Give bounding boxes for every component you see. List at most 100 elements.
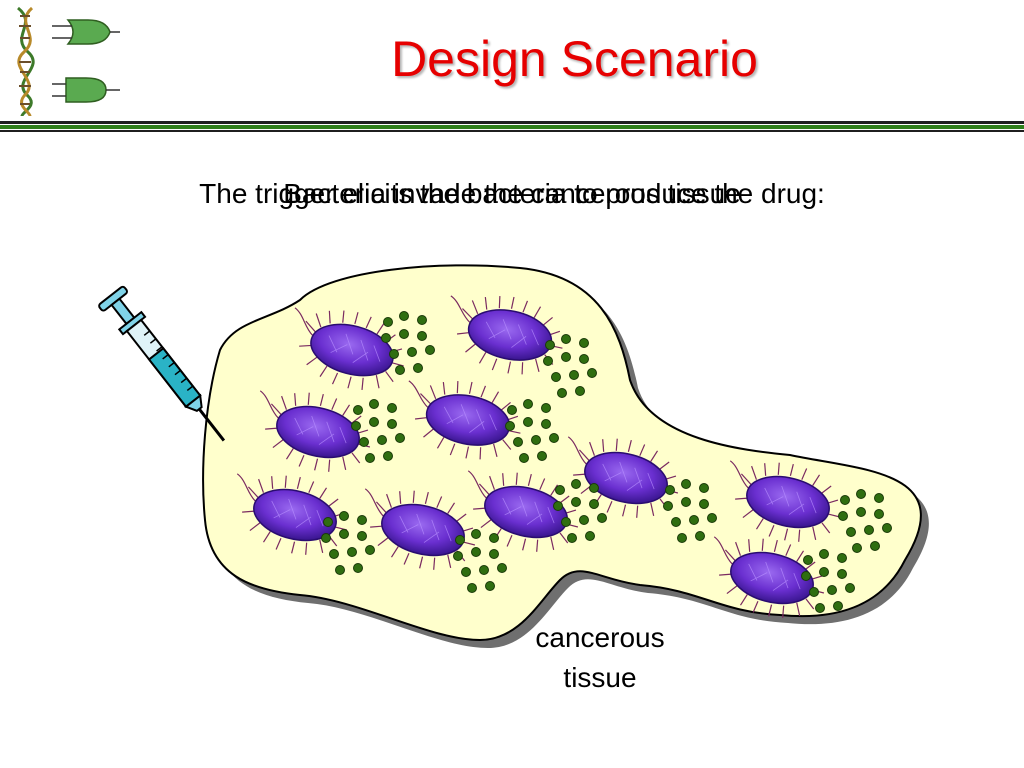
drug-molecule-icon <box>543 356 553 366</box>
drug-molecule-icon <box>589 499 599 509</box>
drug-molecule-icon <box>351 421 361 431</box>
drug-molecule-icon <box>387 419 397 429</box>
tissue-label-line1: cancerous <box>535 622 665 653</box>
drug-molecule-icon <box>845 583 855 593</box>
drug-molecule-icon <box>335 565 345 575</box>
drug-molecule-icon <box>489 549 499 559</box>
drug-molecule-icon <box>323 517 333 527</box>
drug-molecule-icon <box>347 547 357 557</box>
drug-molecule-icon <box>395 365 405 375</box>
drug-molecule-icon <box>425 345 435 355</box>
tissue-label: cancerous tissue <box>500 618 700 698</box>
drug-molecule-icon <box>531 435 541 445</box>
drug-molecule-icon <box>856 489 866 499</box>
drug-molecule-icon <box>579 338 589 348</box>
title-divider-dark <box>0 121 1024 124</box>
drug-molecule-icon <box>523 417 533 427</box>
drug-molecule-icon <box>359 437 369 447</box>
drug-molecule-icon <box>329 549 339 559</box>
slide-title: Design Scenario <box>391 31 758 87</box>
drug-molecule-icon <box>387 403 397 413</box>
drug-molecule-icon <box>467 583 477 593</box>
caption-invade: Bacteria invade the cancerous tissue <box>283 178 741 209</box>
drug-molecule-icon <box>819 567 829 577</box>
drug-molecule-icon <box>699 499 709 509</box>
drug-molecule-icon <box>827 585 837 595</box>
drug-molecule-icon <box>553 501 563 511</box>
drug-molecule-icon <box>407 347 417 357</box>
drug-molecule-icon <box>874 509 884 519</box>
drug-molecule-icon <box>846 527 856 537</box>
drug-molecule-icon <box>519 453 529 463</box>
drug-molecule-icon <box>695 531 705 541</box>
drug-molecule-icon <box>681 479 691 489</box>
drug-molecule-icon <box>399 329 409 339</box>
drug-molecule-icon <box>555 485 565 495</box>
drug-molecule-icon <box>395 433 405 443</box>
drug-molecule-icon <box>571 479 581 489</box>
drug-molecule-icon <box>852 543 862 553</box>
drug-molecule-icon <box>803 555 813 565</box>
drug-molecule-icon <box>455 535 465 545</box>
drug-molecule-icon <box>575 386 585 396</box>
drug-molecule-icon <box>579 354 589 364</box>
drug-molecule-icon <box>567 533 577 543</box>
drug-molecule-icon <box>453 551 463 561</box>
drug-molecule-icon <box>479 565 489 575</box>
drug-molecule-icon <box>557 388 567 398</box>
drug-molecule-icon <box>569 370 579 380</box>
drug-molecule-icon <box>707 513 717 523</box>
drug-molecule-icon <box>815 603 825 613</box>
drug-molecule-icon <box>485 581 495 591</box>
drug-molecule-icon <box>597 513 607 523</box>
drug-molecule-icon <box>589 483 599 493</box>
drug-molecule-icon <box>587 368 597 378</box>
drug-molecule-icon <box>383 317 393 327</box>
drug-molecule-icon <box>874 493 884 503</box>
drug-molecule-icon <box>369 399 379 409</box>
drug-molecule-icon <box>461 567 471 577</box>
drug-molecule-icon <box>882 523 892 533</box>
drug-molecule-icon <box>357 515 367 525</box>
drug-molecule-icon <box>681 497 691 507</box>
drug-molecule-icon <box>665 485 675 495</box>
title-divider-green <box>0 125 1024 129</box>
drug-molecule-icon <box>809 587 819 597</box>
drug-molecule-icon <box>541 419 551 429</box>
dna-logic-gate-logo <box>16 6 120 117</box>
title-divider-dark-bottom <box>0 130 1024 132</box>
drug-molecule-icon <box>833 601 843 611</box>
drug-molecule-icon <box>489 533 499 543</box>
drug-molecule-icon <box>870 541 880 551</box>
drug-molecule-icon <box>864 525 874 535</box>
drug-molecule-icon <box>389 349 399 359</box>
drug-molecule-icon <box>837 553 847 563</box>
drug-molecule-icon <box>801 571 811 581</box>
drug-molecule-icon <box>471 547 481 557</box>
drug-molecule-icon <box>671 517 681 527</box>
caption-trigger: The trigger elicits the bacteria to prod… <box>199 178 825 209</box>
drug-molecule-icon <box>545 340 555 350</box>
drug-molecule-icon <box>856 507 866 517</box>
drug-molecule-icon <box>353 563 363 573</box>
drug-molecule-icon <box>399 311 409 321</box>
drug-molecule-icon <box>677 533 687 543</box>
drug-molecule-icon <box>513 437 523 447</box>
drug-molecule-icon <box>369 417 379 427</box>
drug-molecule-icon <box>505 421 515 431</box>
tissue-label-line2: tissue <box>563 662 637 693</box>
drug-molecule-icon <box>549 433 559 443</box>
drug-molecule-icon <box>413 363 423 373</box>
drug-molecule-icon <box>377 435 387 445</box>
drug-molecule-icon <box>523 399 533 409</box>
drug-molecule-icon <box>579 515 589 525</box>
drug-molecule-icon <box>417 331 427 341</box>
drug-molecule-icon <box>561 517 571 527</box>
drug-molecule-icon <box>321 533 331 543</box>
drug-molecule-icon <box>819 549 829 559</box>
drug-molecule-icon <box>353 405 363 415</box>
syringe-icon <box>98 285 226 442</box>
drug-molecule-icon <box>837 569 847 579</box>
drug-molecule-icon <box>663 501 673 511</box>
